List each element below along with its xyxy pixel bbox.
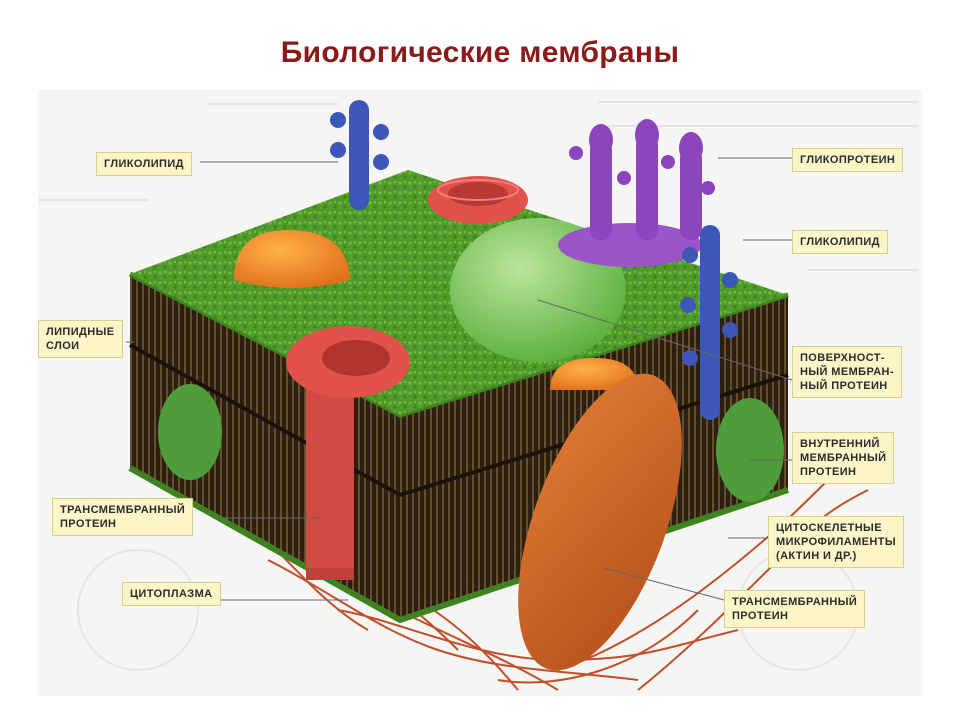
label-glycolipid-right: ГЛИКОЛИПИД [792, 230, 888, 254]
label-transmembrane-protein-left: ТРАНСМЕМБРАННЫЙ ПРОТЕИН [52, 498, 194, 536]
label-surface-membrane-protein: ПОВЕРХНОСТ- НЫЙ МЕМБРАН- НЫЙ ПРОТЕИН [792, 346, 902, 398]
membrane-diagram: ГЛИКОЛИПИД ГЛИКОПРОТЕИН ГЛИКОЛИПИД ЛИПИД… [38, 90, 922, 696]
glycolipid-left-molecule [330, 100, 389, 210]
label-glycolipid-left: ГЛИКОЛИПИД [96, 152, 192, 176]
label-glycoprotein: ГЛИКОПРОТЕИН [792, 148, 904, 172]
label-internal-membrane-protein: ВНУТРЕННИЙ МЕМБРАННЫЙ ПРОТЕИН [792, 432, 895, 484]
leader-lines [126, 157, 793, 601]
transmembrane-protein-left [286, 326, 410, 580]
page-title: Биологические мембраны [280, 36, 680, 69]
surface-protein-dome [234, 230, 350, 288]
glycolipid-right-molecule [680, 225, 738, 420]
label-transmembrane-protein-right: ТРАНСМЕМБРАННЫЙ ПРОТЕИН [724, 590, 866, 628]
transmembrane-protein-disc [518, 373, 682, 671]
label-lipid-layers: ЛИПИДНЫЕ СЛОИ [38, 320, 123, 358]
label-cytoskeletal-microfilaments: ЦИТОСКЕЛЕТНЫЕ МИКРОФИЛАМЕНТЫ (АКТИН И ДР… [768, 516, 905, 568]
membrane-illustration [38, 100, 918, 691]
surface-protein-half-dome [550, 358, 638, 390]
label-cytoplasm: ЦИТОПЛАЗМА [122, 582, 221, 606]
internal-membrane-protein-right [716, 398, 784, 502]
glycoprotein-stalks [569, 119, 715, 240]
internal-membrane-protein-left [158, 384, 222, 480]
